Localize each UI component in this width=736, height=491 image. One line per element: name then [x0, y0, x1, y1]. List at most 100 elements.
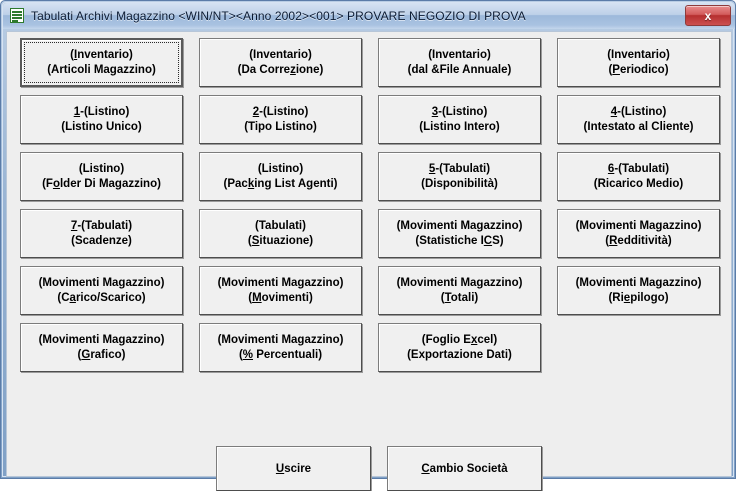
- button-tabulati-7-scadenze[interactable]: 7-(Tabulati) (Scadenze): [20, 209, 183, 258]
- accelerator-letter: k: [247, 177, 255, 190]
- button-label-line2: (Totali): [440, 291, 479, 304]
- button-label-line2: (Disponibilità): [421, 177, 498, 190]
- button-tabulati-5-disponibilita[interactable]: 5-(Tabulati) (Disponibilità): [378, 152, 541, 201]
- button-label-line2: (Listino Intero): [419, 120, 500, 133]
- button-movimenti-grafico[interactable]: (Movimenti Magazzino) (Grafico): [20, 323, 183, 372]
- button-tabulati-situazione[interactable]: (Tabulati) (Situazione): [199, 209, 362, 258]
- button-label-line1: 2-(Listino): [252, 105, 309, 118]
- button-label-line1: (Movimenti Magazzino): [575, 219, 702, 232]
- button-uscire[interactable]: Uscire: [216, 446, 371, 491]
- button-label-line1: 7-(Tabulati): [70, 219, 133, 232]
- accelerator-letter: G: [81, 348, 91, 361]
- accelerator-letter: C: [483, 234, 493, 247]
- button-listino-folder-di-magazzino[interactable]: (Listino) (Folder Di Magazzino): [20, 152, 183, 201]
- button-inventario-dal-file-annuale[interactable]: (Inventario) (dal &File Annuale): [378, 38, 541, 87]
- accelerator-letter: I: [74, 48, 78, 61]
- button-listino-3-listino-intero[interactable]: 3-(Listino) (Listino Intero): [378, 95, 541, 144]
- accelerator-letter: e: [623, 291, 631, 304]
- button-listino-2-tipo-listino[interactable]: 2-(Listino) (Tipo Listino): [199, 95, 362, 144]
- close-button[interactable]: x: [685, 5, 731, 26]
- accelerator-letter: C: [421, 462, 430, 475]
- accelerator-letter: 4: [610, 105, 618, 118]
- button-label-line1: (Inventario): [70, 48, 133, 61]
- button-label-line1: (Movimenti Magazzino): [217, 276, 344, 289]
- accelerator-letter: P: [612, 63, 620, 76]
- button-label-line1: (Movimenti Magazzino): [38, 276, 165, 289]
- button-label-line2: (Packing List Agenti): [223, 177, 338, 190]
- accelerator-letter: U: [275, 462, 285, 475]
- button-label-line1: (Tabulati): [255, 219, 306, 232]
- button-movimenti-statistiche-ics[interactable]: (Movimenti Magazzino)(Statistiche ICS): [378, 209, 541, 258]
- button-label-line2: (Statistiche ICS): [415, 234, 504, 247]
- button-inventario-articoli-magazzino[interactable]: (Inventario) (Articoli Magazzino): [20, 38, 183, 87]
- accelerator-letter: M: [252, 291, 262, 304]
- button-inventario-da-correzione[interactable]: (Inventario) (Da Correzione): [199, 38, 362, 87]
- button-label: Uscire: [275, 462, 312, 475]
- button-listino-4-intestato-al-cliente[interactable]: 4-(Listino)(Intestato al Cliente): [557, 95, 720, 144]
- list-document-icon: [9, 8, 25, 24]
- accelerator-letter: 5: [428, 162, 436, 175]
- button-label-line1: (Listino): [257, 162, 304, 175]
- accelerator-letter: 7: [70, 219, 78, 232]
- button-label-line2: (Intestato al Cliente): [583, 120, 694, 133]
- button-label-line1: (Inventario): [607, 48, 670, 61]
- button-label-line1: (Inventario): [249, 48, 312, 61]
- button-label-line1: (Movimenti Magazzino): [38, 333, 165, 346]
- accelerator-letter: T: [444, 291, 451, 304]
- button-label-line2: (Listino Unico): [61, 120, 142, 133]
- button-label-line2: (Carico/Scarico): [57, 291, 146, 304]
- accelerator-letter: 6: [607, 162, 615, 175]
- button-label-line2: (Exportazione Dati): [407, 348, 512, 361]
- button-label-line2: (Situazione): [247, 234, 314, 247]
- button-label-line2: (Periodico): [608, 63, 669, 76]
- button-label-line2: (Movimenti): [248, 291, 313, 304]
- button-label-line1: 1-(Listino): [73, 105, 130, 118]
- accelerator-letter: S: [251, 234, 260, 247]
- accelerator-letter: o: [52, 177, 60, 190]
- accelerator-letter: a: [69, 291, 76, 304]
- accelerator-letter: z: [290, 63, 296, 76]
- button-inventario-periodico[interactable]: (Inventario) (Periodico): [557, 38, 720, 87]
- button-label-line1: 6-(Tabulati): [607, 162, 670, 175]
- accelerator-letter: %: [242, 348, 254, 361]
- accelerator-letter: 2: [252, 105, 260, 118]
- button-movimenti-movimenti[interactable]: (Movimenti Magazzino) (Movimenti): [199, 266, 362, 315]
- button-label-line1: (Movimenti Magazzino): [217, 333, 344, 346]
- accelerator-letter: 1: [73, 105, 81, 118]
- button-label: Cambio Società: [421, 462, 508, 475]
- button-label-line2: (Ricarico Medio): [593, 177, 684, 190]
- button-label-line2: (Folder Di Magazzino): [42, 177, 161, 190]
- button-movimenti-carico-scarico[interactable]: (Movimenti Magazzino) (Carico/Scarico): [20, 266, 183, 315]
- button-label-line1: 5-(Tabulati): [428, 162, 491, 175]
- button-listino-1-listino-unico[interactable]: 1-(Listino) (Listino Unico): [20, 95, 183, 144]
- button-tabulati-6-ricarico-medio[interactable]: 6-(Tabulati) (Ricarico Medio): [557, 152, 720, 201]
- button-foglio-excel-esportazione[interactable]: (Foglio Excel) (Exportazione Dati): [378, 323, 541, 372]
- button-movimenti-redditivita[interactable]: (Movimenti Magazzino) (Redditività): [557, 209, 720, 258]
- button-listino-packing-list-agenti[interactable]: (Listino) (Packing List Agenti): [199, 152, 362, 201]
- button-movimenti-totali[interactable]: (Movimenti Magazzino) (Totali): [378, 266, 541, 315]
- button-label-line2: (Riepilogo): [608, 291, 669, 304]
- button-label-line1: (Listino): [78, 162, 125, 175]
- button-label-line2: (Tipo Listino): [244, 120, 317, 133]
- button-label-line2: (Redditività): [605, 234, 672, 247]
- button-movimenti-riepilogo[interactable]: (Movimenti Magazzino) (Riepilogo): [557, 266, 720, 315]
- accelerator-letter: R: [609, 234, 618, 247]
- client-area: (Inventario)(Articoli Magazzino)(Inventa…: [6, 31, 732, 491]
- button-label-line1: (Inventario): [428, 48, 491, 61]
- accelerator-letter: 3: [431, 105, 439, 118]
- button-label-line1: (Movimenti Magazzino): [575, 276, 702, 289]
- button-movimenti-percentuali[interactable]: (Movimenti Magazzino)(% Percentuali): [199, 323, 362, 372]
- title-bar[interactable]: Tabulati Archivi Magazzino <WIN/NT><Anno…: [3, 3, 735, 29]
- window-title: Tabulati Archivi Magazzino <WIN/NT><Anno…: [31, 9, 526, 23]
- accelerator-letter: x: [470, 333, 478, 346]
- button-label-line1: 3-(Listino): [431, 105, 488, 118]
- button-label-line1: (Foglio Excel): [421, 333, 498, 346]
- button-label-line2: (dal &File Annuale): [407, 63, 512, 76]
- button-label-line2: (Da Correzione): [237, 63, 324, 76]
- button-cambio-societa[interactable]: Cambio Società: [387, 446, 542, 491]
- button-label-line2: (Grafico): [77, 348, 126, 361]
- button-label-line2: (Scadenze): [71, 234, 132, 247]
- button-label-line2: (Articoli Magazzino): [47, 63, 156, 76]
- button-label-line1: (Movimenti Magazzino): [396, 276, 523, 289]
